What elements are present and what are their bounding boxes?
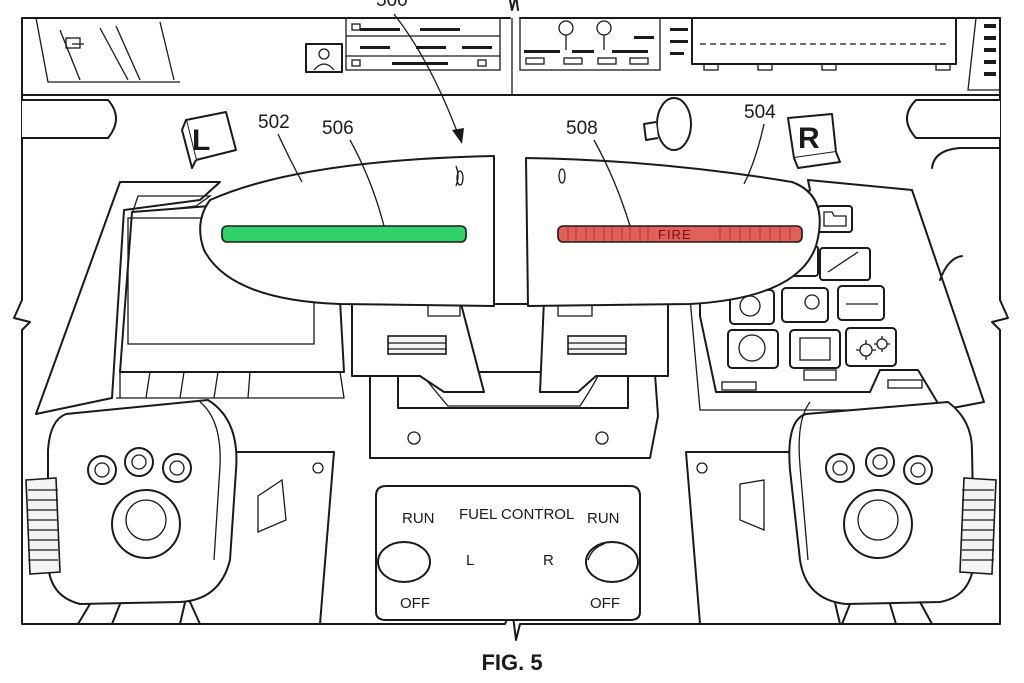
arrow-down-icon [452,128,464,144]
right-off-label: OFF [590,595,620,612]
svg-text:L: L [192,124,210,157]
ref-504: 504 [744,102,776,123]
r-key-icon[interactable]: R [787,113,841,169]
annotations: 500 502 506 508 504 [258,0,776,227]
right-side-control[interactable] [788,401,997,625]
left-side-control[interactable] [25,399,238,625]
right-fuel-switch[interactable] [585,541,639,583]
left-switch-label: L [466,552,474,569]
fuel-control-panel: FUEL CONTROL RUN RUN OFF OFF L R [375,485,641,621]
ref-502: 502 [258,112,290,133]
ref-508: 508 [566,118,598,139]
overhead-panel [21,17,1001,96]
left-indicator-bar [221,225,467,243]
right-indicator-bar [557,225,803,243]
fire-label: FIRE [658,227,692,242]
right-run-label: RUN [587,510,620,527]
ref-506: 506 [322,118,354,139]
folder-icon[interactable] [817,205,853,233]
left-fuel-switch[interactable] [377,541,431,583]
l-key-icon[interactable]: L [181,111,237,169]
left-off-label: OFF [400,595,430,612]
left-run-label: RUN [402,510,435,527]
person-icon [313,48,335,71]
right-thrust-handle[interactable]: FIRE [525,157,821,317]
left-thrust-handle[interactable] [199,155,495,317]
gears-icon[interactable] [856,336,890,360]
ref-500: 500 [376,0,408,11]
figure-caption: FIG. 5 [481,650,543,675]
flow-valve-icons [558,20,612,50]
glareshield [22,97,1000,151]
svg-text:R: R [798,122,820,155]
left-display [35,181,345,415]
fuel-control-title: FUEL CONTROL [459,506,574,523]
right-switch-label: R [543,552,554,569]
center-pedestal [351,299,669,459]
